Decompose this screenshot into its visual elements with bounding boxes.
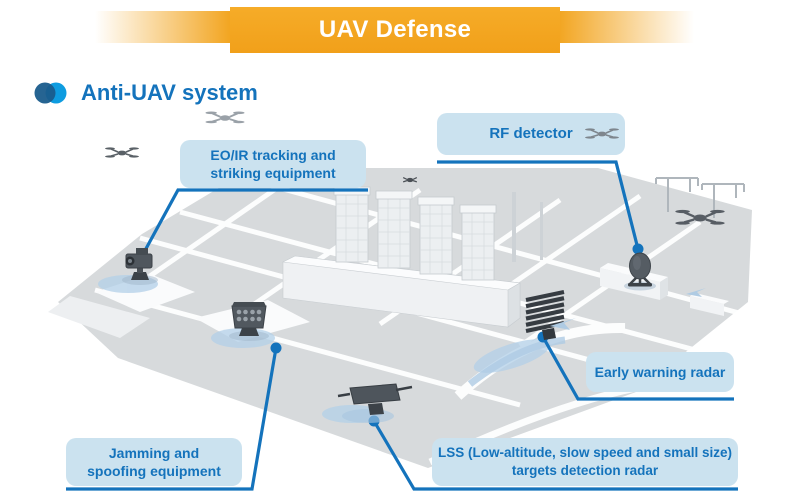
leader-lines [66,160,738,491]
jamming-callout: Jamming and spoofing equipment [66,438,242,486]
early-warning-leader-line [541,336,734,401]
ground-plane [58,168,752,468]
crane-icons [655,177,745,218]
eoir-leader-line [140,188,368,257]
eoir-callout-line1: EO/IR tracking and [210,146,336,163]
banner-title: UAV Defense [318,16,472,43]
eoir-equipment-icon [122,248,158,285]
early-warning-radar-callout: Early warning radar [586,352,734,392]
eoir-callout: EO/IR tracking and striking equipment [180,140,366,188]
jet-icon [550,318,576,330]
drone-icon [105,147,139,158]
rf-detector-callout: RF detector [437,113,625,155]
lss-callout-line2: targets detection radar [511,463,659,478]
rf-callout-label: RF detector [489,125,573,143]
lss-radar-callout: LSS (Low-altitude, slow speed and small … [432,438,738,486]
banner-wing-left [95,11,232,43]
heading-title: Anti-UAV system [81,80,258,105]
drone-icon [585,128,619,139]
jamming-dot [270,342,282,354]
jamming-callout-line2: spoofing equipment [87,463,221,479]
jamming-leader-line [66,347,278,491]
lss-radar-icon [337,383,413,423]
jamming-equipment-icon [229,302,269,341]
boiler-towers [333,186,543,281]
lss-leader-line [372,420,738,491]
drone-icon [675,209,725,225]
jamming-callout-line1: Jamming and [108,444,200,461]
blue-road-band [467,336,566,387]
early-warning-callout-label: Early warning radar [594,363,726,380]
lss-callout-line1: LSS (Low-altitude, slow speed and small … [437,445,733,461]
banner-wing-right [557,11,694,43]
eoir-callout-line2: striking equipment [210,165,336,181]
drone-icon [205,111,245,124]
jet-icon [686,288,706,297]
early-warning-radar-icon [525,289,565,340]
banner-main: UAV Defense [230,7,560,53]
rf-detector-icon [624,252,656,291]
overlapping-circles-icon [34,82,67,104]
drone-icon [402,176,418,183]
anti-uav-heading: Anti-UAV system [33,80,258,106]
rf-dot [632,243,644,255]
plant-building [281,255,521,328]
rf-leader-line [437,160,640,250]
